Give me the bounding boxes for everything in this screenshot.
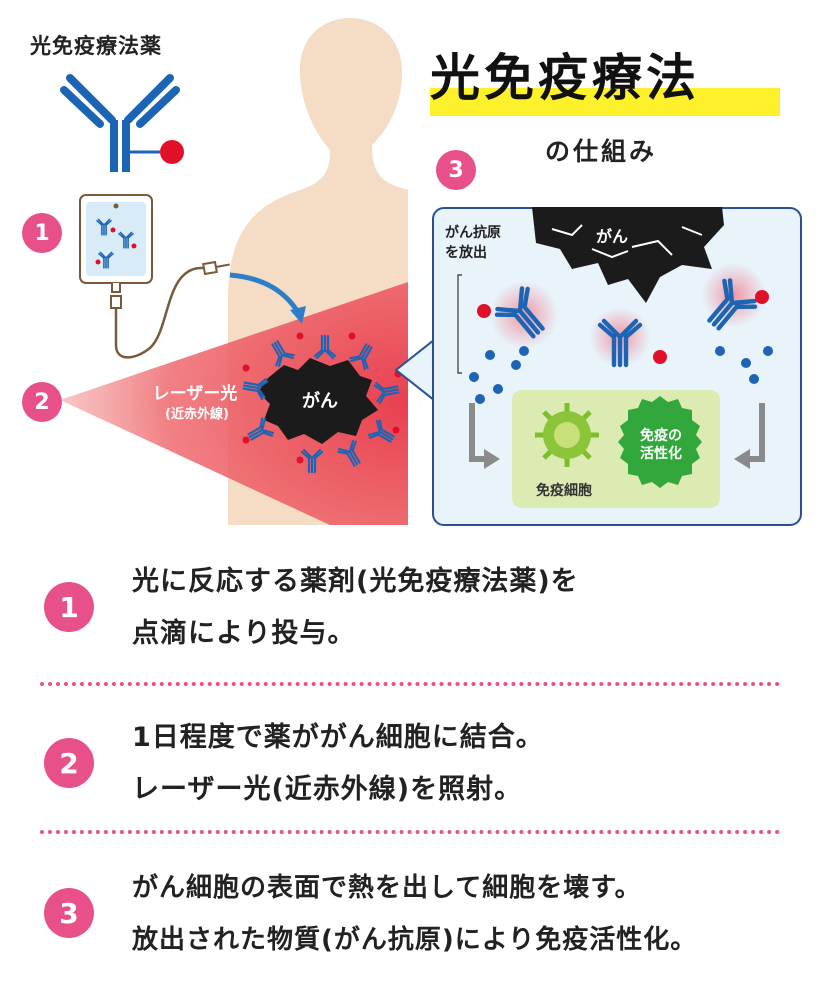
activation-line1: 免疫の xyxy=(640,428,682,444)
panel-illustration xyxy=(457,207,773,469)
drug-antibody-icon xyxy=(60,74,184,172)
antigen-label-line2: を放出 xyxy=(445,245,487,261)
step-3-line2: 放出された物質(がん抗原)により免疫活性化。 xyxy=(132,925,698,955)
antigen-label-line1: がん抗原 xyxy=(445,225,501,241)
step-1-line2: 点滴により投与。 xyxy=(132,618,356,649)
page-title: 光免疫療法 xyxy=(430,49,700,107)
step-3-line1: がん細胞の表面で熱を出して細胞を壊す。 xyxy=(132,873,642,903)
arrow-left xyxy=(469,403,488,462)
step-1-line1: 光に反応する薬剤(光免疫療法薬)を xyxy=(132,566,579,597)
step-1-text: 光に反応する薬剤(光免疫療法薬)を 点滴により投与。 xyxy=(132,556,579,660)
bound-antibodies xyxy=(241,332,402,474)
immune-illustration xyxy=(535,396,702,488)
laser-sublabel: (近赤外線) xyxy=(165,407,229,422)
destroyed-cancer-cell xyxy=(532,207,724,303)
marker-1: 1 xyxy=(22,213,62,253)
step-2-text: 1日程度で薬ががん細胞に結合。 レーザー光(近赤外線)を照射。 xyxy=(132,712,544,816)
immune-cell-icon xyxy=(535,403,599,467)
iv-bag-icon xyxy=(79,194,230,359)
divider-2 xyxy=(40,830,780,834)
step-2-line1: 1日程度で薬ががん細胞に結合。 xyxy=(132,722,544,753)
step-2-number: 2 xyxy=(44,738,94,788)
antigen-release-label: がん抗原 を放出 xyxy=(445,223,501,263)
activation-badge xyxy=(618,396,702,488)
marker-2: 2 xyxy=(22,382,62,422)
title-highlight xyxy=(430,88,780,116)
illustration xyxy=(60,18,435,525)
panel-cancer-label: がん xyxy=(596,227,629,246)
arrow-right xyxy=(746,403,765,462)
immune-cell-label: 免疫細胞 xyxy=(536,483,592,499)
page-subtitle: の仕組み xyxy=(545,137,658,166)
cancer-cell xyxy=(258,358,378,444)
activation-label: 免疫の 活性化 xyxy=(628,427,694,463)
activation-line2: 活性化 xyxy=(640,446,682,462)
marker-3: 3 xyxy=(436,150,476,190)
step-1-number: 1 xyxy=(44,582,94,632)
injection-arrow xyxy=(229,272,301,314)
title-block: 光免疫療法 xyxy=(430,48,780,116)
cancer-label: がん xyxy=(302,391,338,412)
step-3-text: がん細胞の表面で熱を出して細胞を壊す。 放出された物質(がん抗原)により免疫活性… xyxy=(132,862,697,966)
cancer-antigens xyxy=(469,346,773,404)
step-2-line2: レーザー光(近赤外線)を照射。 xyxy=(132,774,523,805)
divider-1 xyxy=(40,682,780,686)
drug-label: 光免疫療法薬 xyxy=(30,34,162,58)
step-3-number: 3 xyxy=(44,888,94,938)
released-antibodies xyxy=(477,278,769,365)
laser-label: レーザー光 xyxy=(152,384,238,404)
